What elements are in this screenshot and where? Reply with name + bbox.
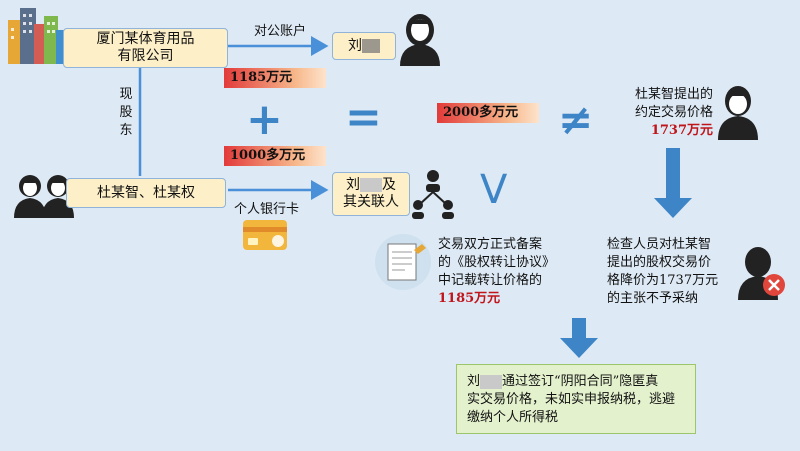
amount-1000-tag: 1000多万元 (224, 146, 326, 166)
buyer-group-name: 刘 (346, 177, 360, 193)
people-icon (14, 175, 74, 218)
down-arrow-bottom (560, 318, 598, 358)
company-name-line1: 厦门某体育用品 (96, 31, 195, 47)
bank-card-icon (243, 220, 287, 250)
buyer-group-box: 刘 及 其关联人 (332, 172, 410, 216)
group-icon (412, 170, 454, 219)
person-male-icon (718, 86, 758, 140)
building-icon (8, 8, 80, 64)
inspector-rejection-icon (738, 247, 785, 300)
down-arrow-right (654, 148, 692, 218)
redaction-mark (480, 374, 503, 389)
proposed-price-text: 杜某智提出的 约定交易价格 1737万元 (634, 87, 713, 138)
document-icon (375, 234, 431, 290)
not-equal-symbol: ≠ (558, 95, 594, 144)
shareholder-label: 现股东 (119, 87, 133, 138)
equals-symbol: = (345, 92, 382, 143)
plus-symbol: + (246, 94, 283, 145)
buyer-name: 刘 (348, 37, 362, 54)
agreement-text: 交易双方正式备案 的《股权转让协议》 中记载转让价格的 1185万元 (438, 237, 556, 306)
personal-card-label: 个人银行卡 (234, 202, 300, 217)
sellers-name: 杜某智、杜某权 (97, 184, 195, 201)
corporate-account-label: 对公账户 (254, 24, 307, 39)
greater-than-symbol: V (480, 167, 508, 213)
redaction-mark (360, 178, 382, 192)
amount-1185-tag: 1185万元 (224, 68, 326, 88)
redaction-mark (362, 39, 380, 53)
sellers-box: 杜某智、杜某权 (66, 178, 226, 208)
inspector-text: 检查人员对杜某智 提出的股权交易价 格降价为1737万元 的主张不予采纳 (607, 237, 719, 306)
company-name-line2: 有限公司 (117, 48, 174, 64)
buyer-group-suffix: 及 (382, 177, 396, 193)
buyer-box: 刘 (332, 32, 396, 60)
buyer-group-line2: 其关联人 (343, 194, 399, 210)
person-female-icon (400, 14, 440, 66)
conclusion-box: 刘通过签订“阴阳合同”隐匿真 实交易价格，未如实申报纳税，逃避 缴纳个人所得税 (456, 364, 696, 434)
amount-2000-tag: 2000多万元 (437, 103, 539, 123)
company-box: 厦门某体育用品 有限公司 (63, 28, 228, 68)
